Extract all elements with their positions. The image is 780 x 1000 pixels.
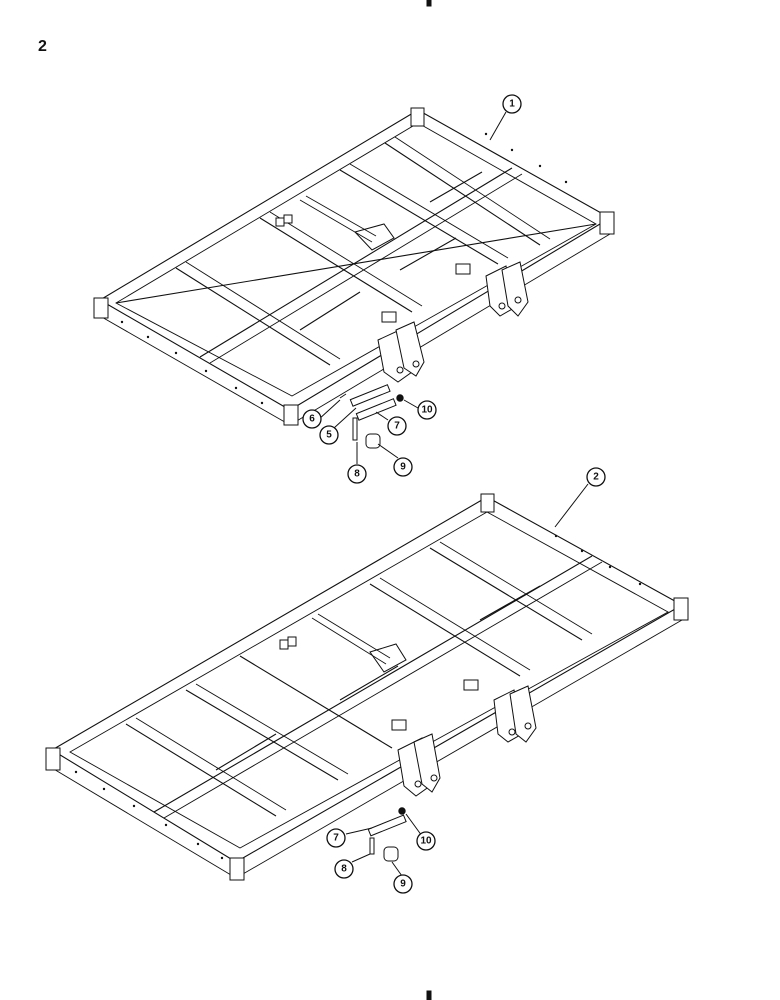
svg-text:1: 1	[509, 99, 515, 110]
callout-8-assembly-2: 8	[334, 859, 354, 879]
frame-2-lug-b	[287, 636, 297, 647]
frame-1-lug-a	[275, 217, 285, 227]
frame-1-corner-block-front	[283, 404, 299, 426]
callout-9-assembly-2: 9	[393, 874, 413, 894]
frame-1-bracket-right-b	[501, 261, 529, 317]
frame-2-lug-a	[279, 639, 289, 650]
svg-text:9: 9	[400, 879, 406, 890]
frame-1-corner-block-left	[93, 297, 109, 319]
pin-parts-assembly-1	[339, 384, 404, 449]
frame-assembly-2	[45, 493, 689, 881]
frame-1-bolt-holes	[120, 132, 568, 405]
frame-2-outline	[51, 496, 683, 863]
frame-2-corner-block-right	[673, 597, 689, 621]
frame-2-corner-block-left	[45, 747, 61, 771]
frame-2-corner-block-front	[229, 857, 245, 881]
page-number: 2	[38, 38, 47, 55]
svg-text:10: 10	[420, 836, 432, 847]
fold-mark-bottom	[426, 990, 432, 1000]
frame-1-bracket-clamp-right	[455, 263, 471, 275]
frame-1-hitch-plate	[354, 223, 395, 251]
svg-text:2: 2	[593, 472, 599, 483]
svg-text:7: 7	[333, 833, 339, 844]
svg-text:9: 9	[400, 462, 406, 473]
callout-1: 1	[502, 94, 522, 114]
frame-1-outline	[99, 109, 611, 411]
frame-assembly-1	[93, 107, 615, 426]
svg-text:5: 5	[326, 430, 332, 441]
fold-mark-top	[426, 0, 432, 7]
cotter-8-a1	[352, 417, 358, 441]
frame-2-corner-block-back	[480, 493, 495, 513]
frame-2-bracket-clamp-left	[391, 719, 407, 731]
callout-10-assembly-1: 10	[417, 400, 437, 420]
svg-text:10: 10	[421, 405, 433, 416]
svg-text:6: 6	[309, 414, 315, 425]
callout-8-assembly-1: 8	[347, 464, 367, 484]
pin-7-a2	[367, 814, 407, 837]
svg-text:7: 7	[394, 421, 400, 432]
callout-7-assembly-2: 7	[326, 828, 346, 848]
leader-lines	[317, 111, 589, 877]
callout-10-assembly-2: 10	[416, 831, 436, 851]
callout-7-assembly-1: 7	[387, 416, 407, 436]
frame-2-bolt-holes	[74, 534, 642, 860]
pin-5	[349, 384, 391, 407]
washer-10-a1	[396, 394, 404, 402]
frame-1-lug-b	[283, 214, 293, 224]
frame-1-center-tube-a	[115, 223, 597, 304]
callout-5: 5	[319, 425, 339, 445]
frame-2-bracket-clamp-right	[463, 679, 479, 691]
callout-6: 6	[302, 409, 322, 429]
frame-1-corner-block-right	[599, 211, 615, 235]
frame-1-bracket-clamp-left	[381, 311, 397, 323]
callout-2: 2	[586, 467, 606, 487]
svg-text:8: 8	[354, 469, 360, 480]
callout-9-assembly-1: 9	[393, 457, 413, 477]
bushing-9-a2	[383, 846, 399, 862]
cotter-8-a2	[369, 837, 375, 855]
frame-2-inner-outline	[69, 511, 669, 849]
frame-1-inner-outline	[115, 122, 597, 397]
bushing-9-a1	[365, 433, 381, 449]
svg-text:8: 8	[341, 864, 347, 875]
pin-parts-assembly-2	[367, 807, 407, 862]
frame-1-corner-block-back	[410, 107, 425, 127]
washer-10-a2	[398, 807, 406, 815]
